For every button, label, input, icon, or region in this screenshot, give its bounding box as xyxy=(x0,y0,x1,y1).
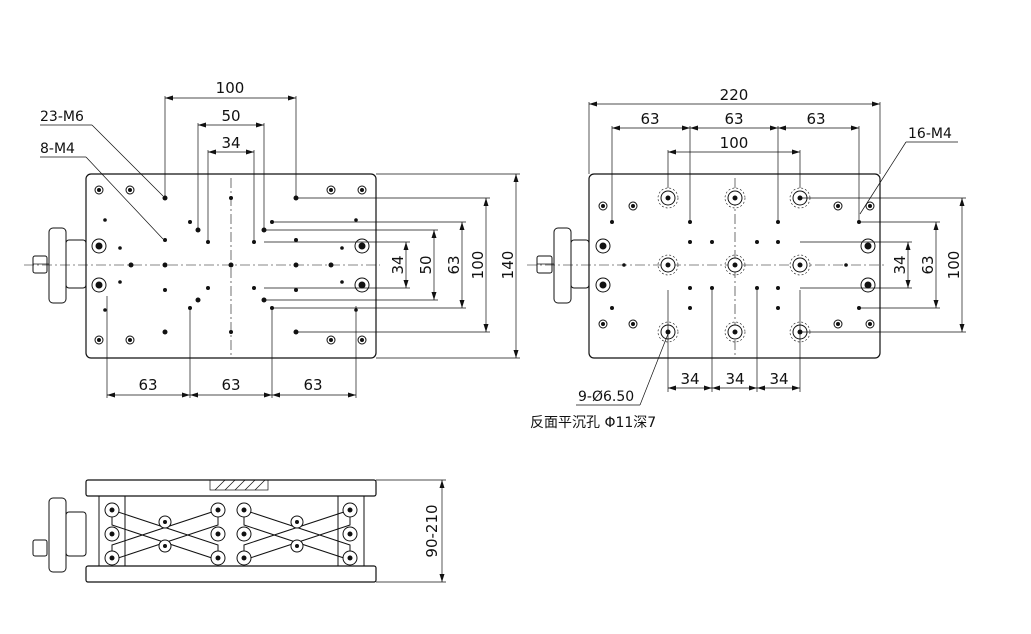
dim-label-63-2: 63 xyxy=(724,110,743,128)
dim-bottom-34-row xyxy=(667,290,801,392)
dim-63-row xyxy=(611,125,860,222)
dim-label-b63-2: 63 xyxy=(221,376,240,394)
dim-label-b63-1: 63 xyxy=(138,376,157,394)
dim-label-63-3: 63 xyxy=(806,110,825,128)
dim-label-b34-3: 34 xyxy=(769,370,788,388)
note-9-holes: 9-Ø6.50 xyxy=(578,389,634,405)
dim-right-vertical xyxy=(264,173,520,359)
dim-50-top xyxy=(197,122,265,230)
side-knob xyxy=(32,497,87,573)
dim-220 xyxy=(588,101,881,174)
dim-label-bv63: 63 xyxy=(919,255,937,274)
dim-label-b34-1: 34 xyxy=(680,370,699,388)
dim-label-100-bottom: 100 xyxy=(720,134,749,152)
dim-height xyxy=(376,479,446,583)
leader-9-holes xyxy=(576,333,669,406)
dim-100-bottom xyxy=(667,149,801,188)
note-23-m6: 23-M6 xyxy=(40,109,84,125)
dim-label-v34: 34 xyxy=(389,255,407,274)
dim-label-v63: 63 xyxy=(445,255,463,274)
dim-label-100: 100 xyxy=(216,79,245,97)
dim-label-bv34: 34 xyxy=(891,255,909,274)
bottom-knob xyxy=(536,227,590,304)
dim-label-63-1: 63 xyxy=(640,110,659,128)
side-top-plate xyxy=(85,479,377,497)
top-holes xyxy=(91,185,370,345)
top-knob xyxy=(32,227,87,304)
dim-label-bv100: 100 xyxy=(945,251,963,280)
dim-label-v140: 140 xyxy=(499,251,517,280)
top-view: 100 50 34 xyxy=(24,79,520,398)
side-bottom-plate xyxy=(85,565,377,583)
dim-label-height: 90-210 xyxy=(423,504,441,557)
dim-label-34: 34 xyxy=(221,134,240,152)
dim-label-v50: 50 xyxy=(417,255,435,274)
side-view: 90-210 xyxy=(32,479,446,583)
leader-23-m6 xyxy=(40,124,164,197)
dim-label-v100: 100 xyxy=(469,251,487,280)
leader-16-m4 xyxy=(859,141,958,215)
note-16-m4: 16-M4 xyxy=(908,126,952,142)
dim-100-top xyxy=(164,95,297,198)
dim-34-top xyxy=(207,149,255,242)
note-8-m4: 8-M4 xyxy=(40,141,75,157)
dim-bottom-right-vertical xyxy=(800,197,966,333)
dim-label-b34-2: 34 xyxy=(725,370,744,388)
bottom-view: 220 63 63 63 100 xyxy=(527,86,966,431)
dim-label-b63-3: 63 xyxy=(303,376,322,394)
note-counterbore: 反面平沉孔 Φ11深7 xyxy=(530,415,656,431)
leader-8-m4 xyxy=(40,156,164,240)
dim-bottom-63 xyxy=(106,296,357,398)
dim-label-220: 220 xyxy=(720,86,749,104)
dim-label-50: 50 xyxy=(221,107,240,125)
